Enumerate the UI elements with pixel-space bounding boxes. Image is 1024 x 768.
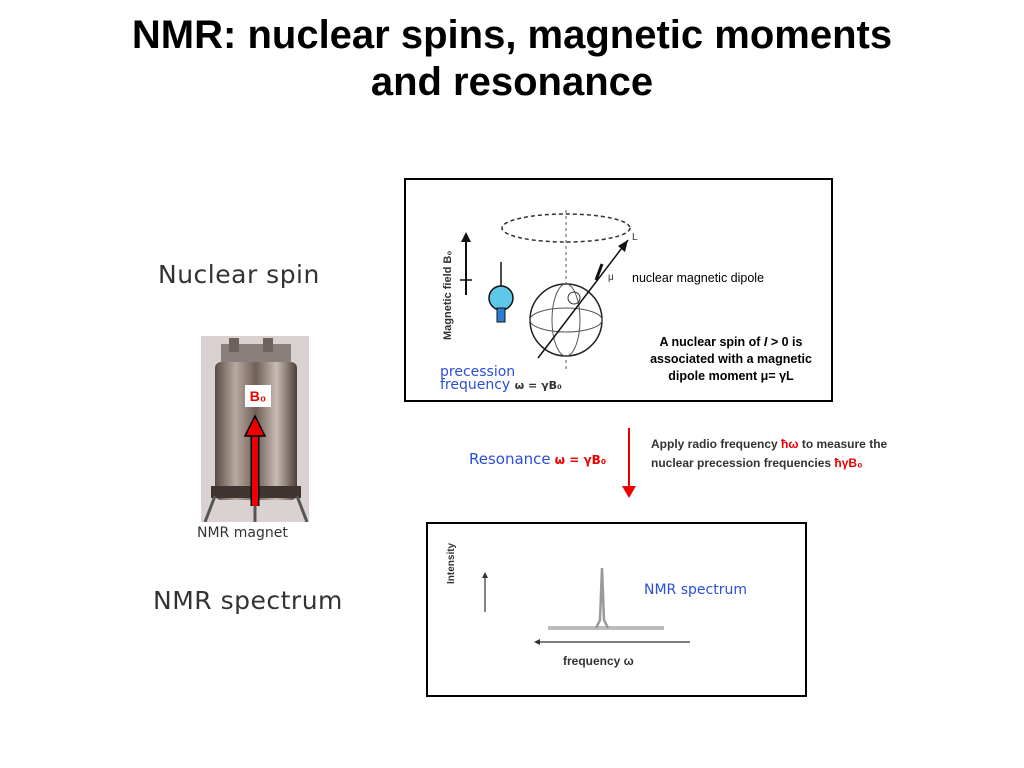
rf-formula: ħγB₀: [834, 456, 863, 470]
nmr-magnet-illustration: [201, 336, 309, 522]
rf-text-1: Apply radio frequency: [651, 437, 782, 451]
nmr-spectrum-tag: NMR spectrum: [644, 582, 747, 598]
spin-precession-panel: L μ Magnetic field B₀ nuclear magnetic d…: [404, 178, 833, 402]
rf-text-2: to measure the nuclear precession freque…: [651, 437, 888, 470]
title-line-1: NMR: nuclear spins, magnetic moments: [131, 13, 893, 57]
precession-formula: ω = γB₀: [514, 379, 562, 392]
slide-title: NMR: nuclear spins, magnetic moments and…: [40, 12, 984, 106]
precession-word: precession: [440, 364, 516, 380]
moment-text-2: > 0 is associated with a magnetic dipole…: [650, 335, 812, 383]
precession-diagram: L μ: [460, 210, 638, 370]
moment-text-i: I: [763, 335, 768, 349]
resonance-formula: ω = γB₀: [554, 453, 607, 467]
resonance-arrow-icon: [622, 428, 636, 498]
frequency-axis-label: frequency ω: [563, 654, 634, 668]
l-vector-label: L: [632, 232, 638, 243]
b0-label: B₀: [245, 385, 271, 407]
mu-vector-label: μ: [608, 272, 614, 283]
nmr-spectrum-panel: Intensity NMR spectrum frequency ω: [426, 522, 807, 697]
dipole-label: nuclear magnetic dipole: [632, 271, 765, 285]
moment-formula: μ= γL: [760, 369, 794, 383]
rf-hw: ħω: [781, 437, 799, 451]
moment-description: A nuclear spin of I > 0 is associated wi…: [631, 334, 831, 385]
nmr-spectrum-label: NMR spectrum: [153, 586, 343, 615]
radio-frequency-text: Apply radio frequency ħω to measure the …: [651, 435, 901, 473]
nmr-magnet-image: [201, 336, 309, 522]
magnet-caption: NMR magnet: [197, 525, 288, 541]
nuclear-spin-label: Nuclear spin: [158, 260, 320, 289]
magnetic-field-label: Magnetic field B₀: [442, 250, 454, 340]
resonance-word: Resonance: [469, 450, 551, 468]
spectrum-plot: [482, 567, 690, 645]
title-line-2: and resonance: [370, 60, 654, 104]
precession-frequency-label: precession frequency ω = γB₀: [440, 364, 562, 393]
intensity-label: Intensity: [446, 542, 457, 584]
frequency-word: frequency: [440, 377, 511, 393]
moment-text-1: A nuclear spin of: [659, 335, 764, 349]
